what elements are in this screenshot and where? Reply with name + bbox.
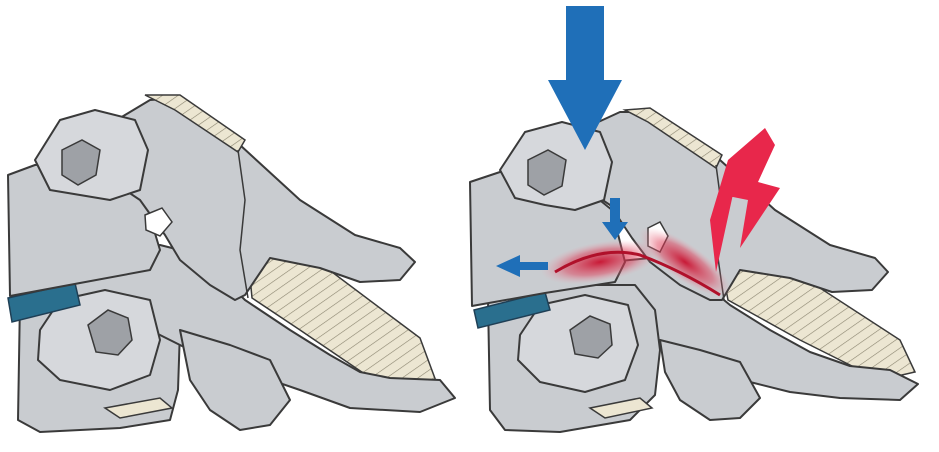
left-vertebra-pair <box>8 95 455 432</box>
